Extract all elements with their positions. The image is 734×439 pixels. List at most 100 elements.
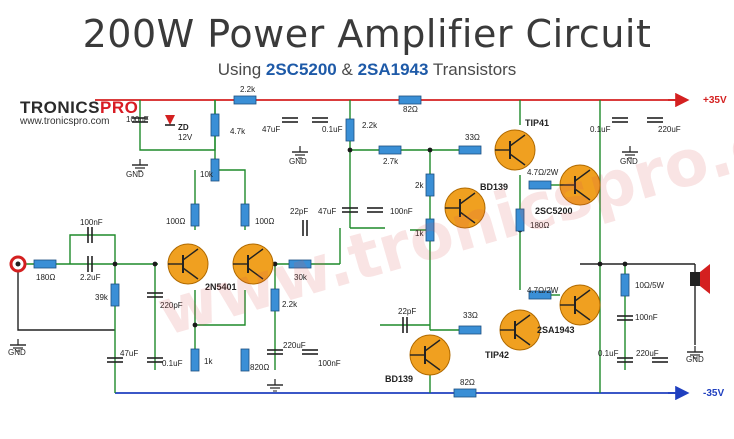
transistor-emitter bbox=[574, 308, 591, 321]
capacitor-22pf-a bbox=[302, 220, 308, 236]
label-labels.c_220u_out: 220uF bbox=[636, 349, 659, 358]
label-labels.r_820: 820Ω bbox=[250, 363, 269, 372]
capacitor-100nf-output bbox=[617, 315, 633, 321]
capacitor-47uf-low bbox=[107, 357, 123, 363]
resistor-2.7k bbox=[378, 145, 402, 155]
input-filter-capacitor bbox=[132, 117, 148, 123]
subtitle-mid: & bbox=[336, 60, 358, 79]
junction-dot bbox=[192, 322, 198, 328]
label-labels.c_right_01: 0.1uF bbox=[590, 125, 611, 134]
ground-left bbox=[132, 159, 148, 172]
capacitor-100nf-low bbox=[302, 349, 318, 355]
resistor-2.2k-b bbox=[345, 118, 355, 142]
capacitor-47uf-top bbox=[282, 117, 298, 123]
resistor-1k-low bbox=[190, 348, 200, 372]
junction-dot bbox=[597, 261, 603, 267]
zener-diode-icon bbox=[165, 115, 175, 125]
label-labels.r_47k: 4.7k bbox=[230, 127, 246, 136]
resistor-4.7-2w-low bbox=[528, 290, 552, 300]
resistor-2.2k-top bbox=[233, 95, 257, 105]
transistor-collector bbox=[514, 314, 531, 327]
label-labels.r_22k_b: 2.2k bbox=[362, 121, 378, 130]
label-labels.c_47u_low: 47uF bbox=[120, 349, 138, 358]
label-labels.zd: ZD bbox=[178, 123, 189, 132]
positive-rail-label: +35V bbox=[703, 95, 727, 106]
page-subtitle: Using 2SC5200 & 2SA1943 Transistors bbox=[0, 60, 734, 80]
subtitle-prefix: Using bbox=[217, 60, 266, 79]
label-labels.gnd: GND bbox=[126, 170, 144, 179]
transistor-emitter bbox=[509, 153, 526, 166]
transistor-collector bbox=[574, 289, 591, 302]
transistor-emitter bbox=[459, 211, 476, 224]
ground-speaker bbox=[687, 346, 703, 359]
label-labels.r_27k: 2.7k bbox=[383, 157, 399, 166]
label-labels.tip41: TIP41 bbox=[525, 118, 549, 128]
resistor-10-5w bbox=[620, 273, 630, 297]
label-labels.c_100n_mid: 100nF bbox=[390, 207, 413, 216]
subtitle-suffix: Transistors bbox=[428, 60, 517, 79]
label-labels.c_220p: 220pF bbox=[160, 301, 183, 310]
label-labels.c_22p_b: 22pF bbox=[398, 307, 416, 316]
label-gnd-top: GND bbox=[289, 157, 307, 166]
label-labels.c_01_low: 0.1uF bbox=[162, 359, 183, 368]
label-labels.c_top_47u: 47uF bbox=[262, 125, 280, 134]
brand-name-a: TRONICS bbox=[20, 98, 100, 117]
transistor-emitter bbox=[574, 188, 591, 201]
ground-input bbox=[10, 339, 26, 352]
subtitle-transistor-2: 2SA1943 bbox=[357, 60, 429, 79]
label-labels.r_33_top: 33Ω bbox=[465, 133, 480, 142]
brand-url: www.tronicspro.com bbox=[20, 116, 110, 127]
speaker-icon bbox=[690, 272, 700, 286]
speaker-cone bbox=[700, 264, 710, 294]
resistor-2k bbox=[425, 173, 435, 197]
junction-dot bbox=[427, 147, 433, 153]
label-labels.r_180_mid: 180Ω bbox=[530, 221, 549, 230]
label-labels.c_100n_low: 100nF bbox=[318, 359, 341, 368]
label-labels.r_10_5w: 10Ω/5W bbox=[635, 281, 665, 290]
transistor-emitter bbox=[424, 358, 441, 371]
label-labels.pot_10k: 10k bbox=[200, 170, 214, 179]
transistor-collector bbox=[424, 339, 441, 352]
resistor-1k bbox=[425, 218, 435, 242]
label-labels.c_right_220: 220uF bbox=[658, 125, 681, 134]
resistor-180-input bbox=[33, 259, 57, 269]
input-jack-pin bbox=[15, 261, 21, 267]
label-labels.r_22k_low: 2.2k bbox=[282, 300, 298, 309]
label-labels.r_top_22k: 2.2k bbox=[240, 85, 256, 94]
label-labels.r_47_2w_top: 4.7Ω/2W bbox=[527, 168, 559, 177]
label-labels.bd139_low: BD139 bbox=[385, 374, 413, 384]
label-labels.c_220u_low: 220uF bbox=[283, 341, 306, 350]
label-labels.r_100_b: 100Ω bbox=[255, 217, 274, 226]
components bbox=[9, 95, 710, 398]
subtitle-transistor-1: 2SC5200 bbox=[265, 60, 337, 79]
ltp-tail-wire bbox=[195, 290, 246, 326]
label-labels.r_33_low: 33Ω bbox=[463, 311, 478, 320]
input-ground-wire bbox=[17, 264, 115, 331]
transistor-collector bbox=[509, 134, 526, 147]
capacitor-220uf-output bbox=[652, 357, 668, 363]
capacitor-100nf-mid bbox=[367, 207, 383, 213]
transistor-collector bbox=[459, 192, 476, 205]
trimpot-10k bbox=[210, 158, 220, 182]
capacitor-100nf-input bbox=[87, 227, 93, 243]
resistor-82-low bbox=[453, 388, 477, 398]
ground-right bbox=[622, 146, 638, 159]
label-labels.c_100n_out: 100nF bbox=[635, 313, 658, 322]
transistor-2n5401-right bbox=[232, 243, 274, 285]
transistor-collector bbox=[574, 169, 591, 182]
bias-wire bbox=[214, 100, 246, 230]
resistor-4.7-2w-top bbox=[528, 180, 552, 190]
label-labels.sa1943: 2SA1943 bbox=[537, 325, 575, 335]
label-labels.n5401: 2N5401 bbox=[205, 282, 237, 292]
junction-dot bbox=[622, 261, 628, 267]
capacitor-0.1uf-right bbox=[612, 117, 628, 123]
label-labels.r_47_2w_low: 4.7Ω/2W bbox=[527, 286, 559, 295]
label-labels.r_1k: 1k bbox=[415, 229, 424, 238]
label-labels.c_top_01: 0.1uF bbox=[322, 125, 343, 134]
resistor-180-mid bbox=[515, 208, 525, 232]
transistor-bd139-top bbox=[444, 187, 486, 229]
resistor-100-b bbox=[240, 203, 250, 227]
